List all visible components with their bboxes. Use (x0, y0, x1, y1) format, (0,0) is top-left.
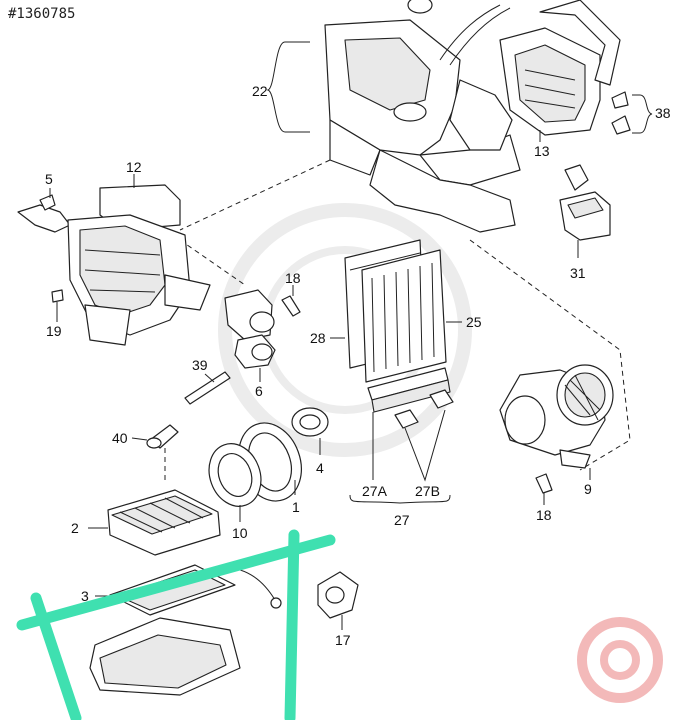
markup-stroke-right-vertical (284, 529, 300, 720)
part-17-sensor (317, 571, 359, 619)
ref-label-31: 31 (570, 265, 586, 281)
ref-label-25: 25 (466, 314, 482, 330)
part-31-servo-motor (559, 164, 611, 241)
part-12-heater-housing (67, 184, 211, 346)
part-25-filter-element (361, 249, 447, 383)
part-18-screw-upper (281, 295, 301, 317)
ref-label-17: 17 (335, 632, 351, 648)
ref-label-4: 4 (316, 460, 324, 476)
part-38-clips (611, 91, 631, 135)
part-lower-housing (89, 617, 241, 696)
ref-label-19: 19 (46, 323, 62, 339)
part-18-screw-lower (535, 473, 553, 494)
ref-label-27: 27 (394, 512, 410, 528)
markup-stroke-left-diagonal (30, 592, 82, 720)
ref-label-13: 13 (534, 143, 550, 159)
ref-label-22: 22 (252, 83, 268, 99)
image-id-tag: #1360785 (8, 6, 76, 22)
watermark-logo (577, 617, 663, 703)
part-9-blower-motor (499, 364, 614, 469)
part-27a-filter-frame (367, 367, 451, 413)
ref-label-9: 9 (584, 481, 592, 497)
ref-label-12: 12 (126, 159, 142, 175)
part-22-upper-housing (324, 0, 521, 233)
part-6-actuator (224, 289, 276, 369)
ref-label-27b: 27B (415, 483, 440, 499)
green-markup-strokes (16, 529, 336, 720)
part-27b-filter-clips (394, 389, 454, 429)
ref-label-18-lower: 18 (536, 507, 552, 523)
part-13-flap-housing (499, 0, 621, 136)
part-5-bracket (17, 194, 71, 233)
ref-label-39: 39 (192, 357, 208, 373)
part-40-sensor (146, 424, 179, 449)
ref-label-27a: 27A (362, 483, 388, 499)
ref-label-40: 40 (112, 430, 128, 446)
part-39-linkage-rod (184, 371, 231, 405)
ref-label-28: 28 (310, 330, 326, 346)
part-2-heat-exchanger (107, 489, 221, 556)
ref-label-38: 38 (655, 105, 671, 121)
ref-label-6: 6 (255, 383, 263, 399)
part-4-gasket (291, 407, 329, 437)
ref-label-10: 10 (232, 525, 248, 541)
ref-label-2: 2 (71, 520, 79, 536)
part-19-clip (51, 289, 64, 303)
markup-stroke-horizontal (16, 534, 336, 631)
assembly-dashed-lines (164, 159, 631, 480)
ref-label-5: 5 (45, 171, 53, 187)
ref-label-3: 3 (81, 588, 89, 604)
ref-label-18-upper: 18 (285, 270, 301, 286)
ref-label-1: 1 (292, 499, 300, 515)
part-10-seal-ring (208, 443, 262, 507)
